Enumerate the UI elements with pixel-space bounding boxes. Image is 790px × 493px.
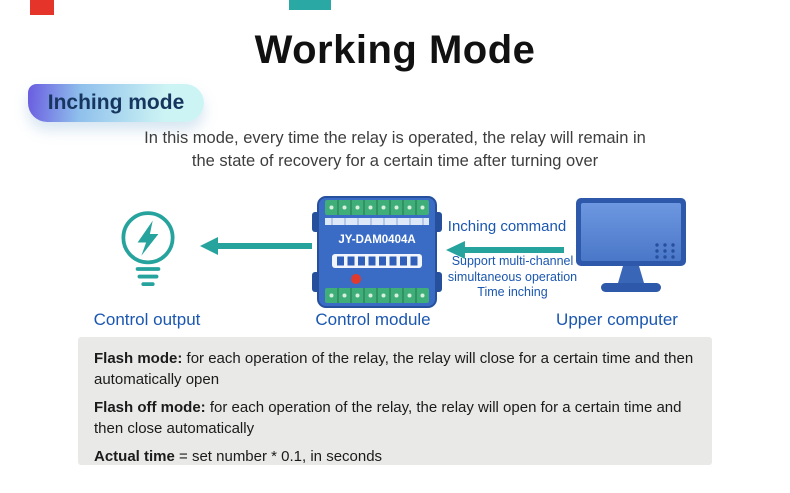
monitor-stand [618,266,644,283]
note-flash-mode: Flash mode: for each operation of the re… [94,348,696,390]
mode-badge-label: Inching mode [47,91,185,114]
caption-control-module: Control module [315,310,431,329]
command-label: Inching command [447,218,567,235]
note-flash-off-mode-title: Flash off mode: [94,399,206,416]
caption-upper-computer: Upper computer [556,310,678,329]
intro-line-2: the state of recovery for a certain time… [191,152,599,170]
note-flash-mode-title: Flash mode: [94,350,183,367]
intro-line-1: In this mode, every time the relay is op… [144,129,646,147]
command-note-line-2: simultaneous operation [447,269,578,284]
intro-text: In this mode, every time the relay is op… [0,127,790,173]
monitor-screen [581,203,681,261]
deco-red-bar [30,0,54,15]
command-note-line-3: Time inching [477,285,548,299]
monitor-icon [576,198,686,292]
note-actual-time-title: Actual time [94,448,175,465]
note-flash-off-mode: Flash off mode: for each operation of th… [94,397,696,439]
arrow-left-icon [200,237,312,255]
page-title: Working Mode [254,28,536,72]
mode-badge: Inching mode [28,84,204,122]
note-flash-off-mode-text: for each operation of the relay, the rel… [94,399,682,437]
note-actual-time-text: = set number * 0.1, in seconds [174,448,383,465]
command-note-line-1: Support multi-channel [451,254,574,268]
notes-panel: Flash mode: for each operation of the re… [78,337,712,465]
bulb-icon [121,211,175,287]
monitor-base [601,283,661,292]
module-illustration: JY-DAM0404A [312,196,442,308]
deco-teal-bar [289,0,331,10]
reset-button-icon [351,274,361,284]
module-label: JY-DAM0404A [338,234,415,246]
note-actual-time: Actual time = set number * 0.1, in secon… [94,446,696,467]
caption-control-output: Control output [93,310,201,329]
command-note: Support multi-channel simultaneous opera… [440,254,585,301]
indicator-strip [332,254,422,268]
lightning-icon [137,220,159,256]
arrow-left-icon [446,241,564,259]
note-flash-mode-text: for each operation of the relay, the rel… [94,350,694,388]
